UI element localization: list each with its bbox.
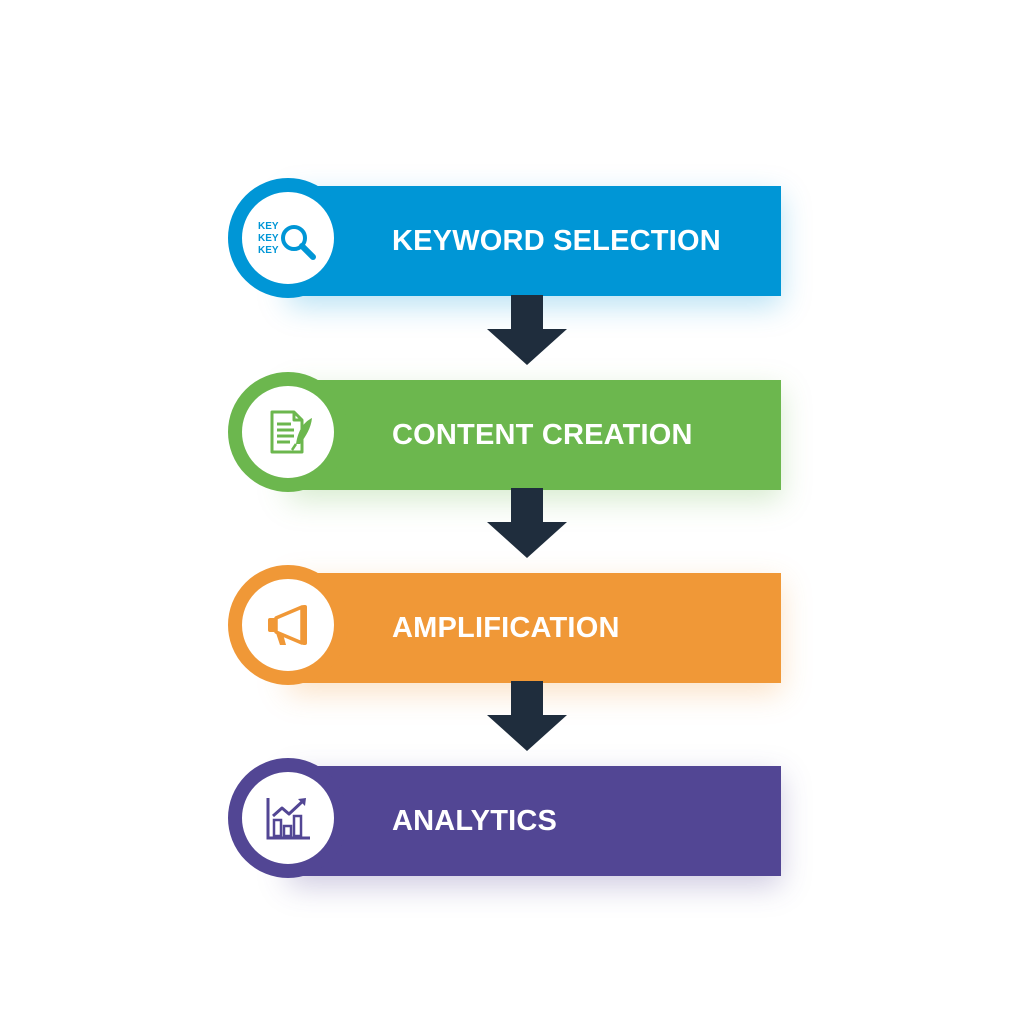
step-icon-badge — [228, 758, 348, 878]
flow-arrow — [487, 295, 567, 365]
keyword-text-3: KEY — [258, 245, 279, 256]
chart-growth-icon — [256, 786, 320, 850]
step-label: AMPLIFICATION — [392, 612, 620, 644]
step-label: KEYWORD SELECTION — [392, 225, 721, 257]
step-analytics: ANALYTICS — [228, 758, 781, 878]
step-label: ANALYTICS — [392, 805, 558, 837]
document-pen-icon — [256, 400, 320, 464]
step-icon-badge — [228, 565, 348, 685]
flow-arrow — [487, 681, 567, 751]
megaphone-icon — [256, 593, 320, 657]
keyword-text-2: KEY — [258, 233, 279, 244]
step-bar — [288, 186, 781, 296]
step-bar — [288, 573, 781, 683]
step-icon-badge: KEY KEY KEY — [228, 178, 348, 298]
keyword-search-icon: KEY KEY KEY — [256, 206, 320, 270]
step-bar — [288, 766, 781, 876]
step-icon-badge — [228, 372, 348, 492]
step-content-creation: CONTENT CREATION — [228, 372, 781, 492]
flow-arrow — [487, 488, 567, 558]
step-amplification: AMPLIFICATION — [228, 565, 781, 685]
keyword-text-1: KEY — [258, 221, 279, 232]
step-keyword-selection: KEYWORD SELECTION KEY KEY KEY — [228, 178, 781, 298]
step-bar — [288, 380, 781, 490]
step-label: CONTENT CREATION — [392, 419, 693, 451]
